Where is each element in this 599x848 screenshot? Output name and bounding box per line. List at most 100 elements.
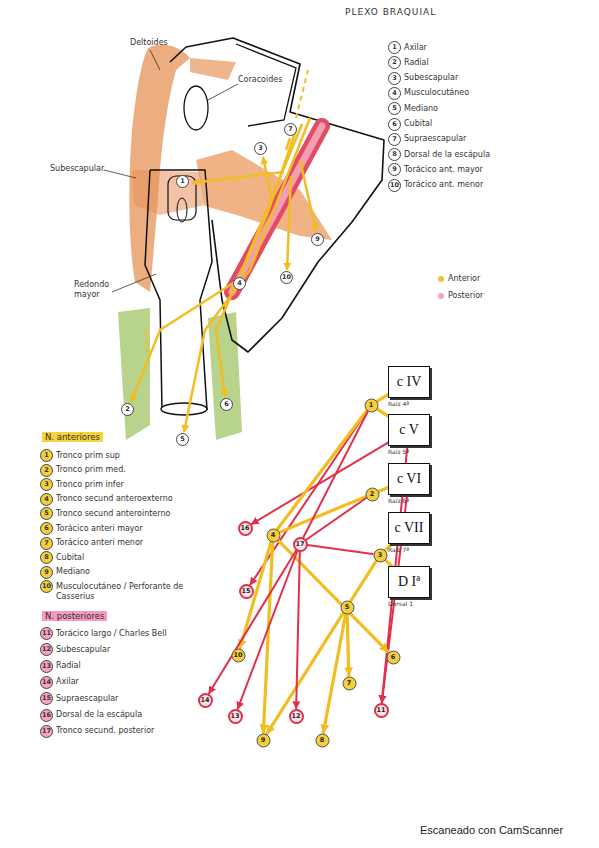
list-number: 9 [388, 163, 401, 176]
leader-line [104, 170, 136, 178]
list-item: Supraescapular [404, 134, 466, 144]
node-label: 7 [342, 676, 357, 691]
nerve-line [192, 172, 284, 183]
leader-line [112, 274, 156, 292]
nerve-circle: 16 [238, 521, 253, 536]
nerve-line [131, 124, 302, 402]
part-name: Redondo mayor [74, 280, 118, 300]
list-number: 3 [388, 72, 401, 85]
anterior-nerve [347, 614, 349, 675]
list-item: Subescapular [404, 73, 458, 83]
list-number: 12 [40, 643, 53, 656]
anterior-nerve [377, 395, 388, 401]
anterior-nerve [377, 409, 388, 416]
posterior-nerve [296, 551, 300, 708]
node-label: 9 [256, 733, 271, 748]
humerus-outline [145, 170, 212, 410]
root-heading: Raíz 4ª [388, 400, 409, 407]
node-label: 14 [198, 693, 213, 708]
leader-line [150, 50, 160, 70]
node-label: D Iª [389, 567, 429, 596]
coracobrachialis-muscle [208, 312, 242, 440]
anterior-nerve [267, 613, 343, 733]
node-label: 17 [293, 537, 308, 552]
list-item: Dorsal de la escápula [404, 150, 490, 160]
list-number: 4 [388, 87, 401, 100]
posterior-nerve [238, 551, 298, 709]
node-label: 1 [364, 398, 379, 413]
circle-shape [229, 710, 242, 723]
nerve-circle: 13 [228, 709, 243, 724]
root-box: c IVRaíz 4ª [388, 366, 430, 398]
nerve-circle: 6 [386, 650, 401, 665]
node-label: c V [389, 415, 429, 444]
list-number: 2 [40, 464, 53, 477]
list-number: 8 [40, 551, 53, 564]
list-number: 17 [40, 725, 53, 738]
anterior-nerve [278, 411, 367, 529]
list-number: 14 [40, 676, 53, 689]
part-name: Subescapular [50, 164, 104, 174]
leader-line [208, 84, 238, 100]
deltoid-muscle [190, 58, 236, 80]
list-item: Mediano [56, 567, 184, 577]
list-item: Torácico ant. mayor [404, 165, 483, 175]
list-number: 16 [40, 709, 53, 722]
node-label: 8 [315, 733, 330, 748]
nerve-line [296, 70, 308, 118]
circle-shape [343, 677, 356, 690]
list-number: 6 [40, 522, 53, 535]
circle-shape [239, 522, 252, 535]
node-label: c VI [389, 464, 429, 493]
list-number: 4 [40, 493, 53, 506]
node-label: 3 [373, 548, 388, 563]
callout-number: 5 [176, 433, 189, 446]
circle-shape [316, 734, 329, 747]
circle-shape [290, 710, 303, 723]
node-label: 12 [289, 709, 304, 724]
diagram-title: PLEXO BRAQUIAL [345, 7, 436, 17]
callout-number: 7 [284, 123, 297, 136]
nerve-circle: 11 [374, 703, 389, 718]
root-heading: Raíz 5ª [388, 448, 409, 455]
list-item: Musculocutáneo / Perforante de Casserius [56, 582, 184, 602]
nerve-line [287, 176, 291, 270]
circle-shape [375, 704, 388, 717]
nerve-circle: 14 [198, 693, 213, 708]
list-item: Axilar [404, 43, 427, 53]
deltoid-muscle [129, 45, 190, 292]
root-box: c VRaíz 5ª [388, 414, 430, 446]
anterior-nerve [280, 497, 365, 532]
list-item: Axilar [56, 677, 184, 687]
root-heading: Raíz 6ª [388, 497, 409, 504]
callout-number: 2 [121, 403, 134, 416]
node-label: 5 [340, 600, 355, 615]
nerve-circle: 17 [293, 537, 308, 552]
legend-entry: Posterior [438, 291, 483, 301]
list-number: 6 [388, 118, 401, 131]
list-number: 2 [388, 56, 401, 69]
callout-number: 6 [220, 398, 233, 411]
humerus-section [161, 403, 207, 415]
anterior-nerve [323, 614, 345, 732]
root-box: D IªDorsal 1 [388, 566, 430, 598]
circle-shape [294, 538, 307, 551]
list-item: Tronco secund anteroexterno [56, 494, 184, 504]
circle-shape [257, 734, 270, 747]
node-label: 15 [239, 584, 254, 599]
legend-swatch [438, 293, 444, 299]
list-item: Torácico ant. menor [404, 180, 483, 190]
part-name: Coracoides [238, 75, 282, 85]
root-box: c VIRaíz 6ª [388, 463, 430, 495]
nerve-circle: 4 [266, 528, 281, 543]
callout-number: 9 [311, 233, 324, 246]
node-label: 13 [228, 709, 243, 724]
axillary-artery [232, 126, 322, 292]
node-label: c VII [389, 513, 429, 542]
nerve-circle: 3 [373, 548, 388, 563]
node-label: 2 [365, 487, 380, 502]
list-item: Mediano [404, 104, 438, 114]
nerve-line [300, 160, 316, 231]
nerve-circle: 12 [289, 709, 304, 724]
legend-swatch [438, 276, 444, 282]
